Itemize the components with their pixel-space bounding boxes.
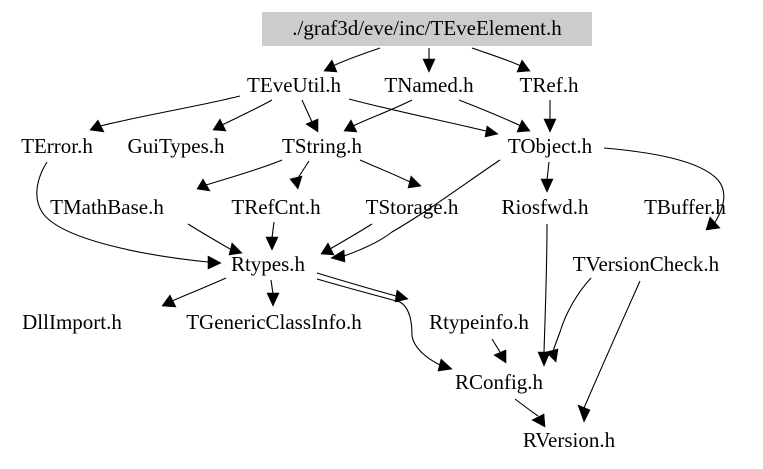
node-trefcnt-label: TRefCnt.h	[231, 195, 321, 219]
node-tnamed[interactable]: TNamed.h	[384, 73, 474, 97]
edge-teveelement-tnamed	[422, 48, 436, 73]
edge-terror-rtypes	[36, 161, 222, 270]
edge-teveelement-teveutil	[323, 47, 381, 73]
node-tgenericclassinfo[interactable]: TGenericClassInfo.h	[186, 310, 362, 334]
node-tversioncheck-label: TVersionCheck.h	[573, 252, 720, 276]
node-teveelement-label: ./graf3d/eve/inc/TEveElement.h	[292, 16, 562, 40]
edge-tref-tobject	[543, 100, 557, 133]
node-rconfig-label: RConfig.h	[455, 370, 544, 394]
edge-tnamed-tstring	[343, 99, 413, 133]
node-tversioncheck[interactable]: TVersionCheck.h	[573, 252, 720, 276]
edge-tversioncheck-rversion	[577, 280, 641, 423]
node-dllimport[interactable]: DllImport.h	[22, 310, 122, 334]
node-rversion[interactable]: RVersion.h	[523, 428, 616, 452]
node-riosfwd-label: Riosfwd.h	[502, 195, 589, 219]
edge-tobject-riosfwd	[540, 161, 554, 193]
node-riosfwd[interactable]: Riosfwd.h	[502, 195, 589, 219]
node-tbuffer[interactable]: TBuffer.h	[644, 195, 726, 219]
node-tnamed-label: TNamed.h	[384, 73, 474, 97]
node-tobject[interactable]: TObject.h	[508, 134, 593, 158]
node-tstring-label: TString.h	[282, 134, 362, 158]
node-layer: ./graf3d/eve/inc/TEveElement.h TEveUtil.…	[21, 12, 726, 452]
edge-tmathbase-rtypes	[187, 223, 243, 256]
node-trefcnt[interactable]: TRefCnt.h	[231, 195, 321, 219]
edge-teveutil-tstring	[301, 99, 319, 133]
edge-rtypeinfo-rconfig	[491, 338, 507, 364]
node-rtypes-label: Rtypes.h	[231, 252, 306, 276]
node-guitypes-label: GuiTypes.h	[127, 134, 225, 158]
node-teveelement-box	[262, 12, 592, 46]
edge-tnamed-tobject	[458, 99, 531, 133]
node-tstring[interactable]: TString.h	[282, 134, 362, 158]
node-tref-label: TRef.h	[520, 73, 579, 97]
edge-teveutil-guitypes	[212, 99, 273, 132]
node-tref[interactable]: TRef.h	[520, 73, 579, 97]
node-teveelement[interactable]: ./graf3d/eve/inc/TEveElement.h	[262, 12, 592, 46]
edge-teveelement-tref	[471, 47, 531, 73]
edge-tstring-tmathbase	[196, 159, 283, 192]
edge-teveutil-terror	[89, 95, 241, 133]
node-tstorage[interactable]: TStorage.h	[366, 195, 459, 219]
edge-tobject-tbuffer	[603, 147, 725, 231]
edge-rtypes-tgenericclassinfo	[266, 279, 280, 307]
node-dllimport-label: DllImport.h	[22, 310, 122, 334]
edge-rtypes-rconfig	[316, 278, 453, 372]
edge-tstring-tstorage	[359, 159, 422, 189]
edge-tversioncheck-rconfig	[545, 277, 592, 363]
node-terror-label: TError.h	[21, 134, 93, 158]
edge-rconfig-rversion	[514, 398, 546, 428]
node-tstorage-label: TStorage.h	[366, 195, 459, 219]
node-guitypes[interactable]: GuiTypes.h	[127, 134, 225, 158]
edge-trefcnt-rtypes	[265, 221, 279, 251]
node-tobject-label: TObject.h	[508, 134, 593, 158]
node-rversion-label: RVersion.h	[523, 428, 616, 452]
edge-tobject-rtypes	[330, 159, 501, 263]
edge-tstring-trefcnt	[289, 160, 310, 190]
edge-teveutil-tobject	[348, 98, 499, 138]
node-tmathbase-label: TMathBase.h	[50, 195, 164, 219]
node-tgenericclassinfo-label: TGenericClassInfo.h	[186, 310, 362, 334]
node-rtypeinfo-label: Rtypeinfo.h	[429, 310, 529, 334]
edge-tstorage-rtypes	[320, 223, 373, 256]
node-rconfig[interactable]: RConfig.h	[455, 370, 544, 394]
edge-layer	[36, 47, 725, 428]
node-tmathbase[interactable]: TMathBase.h	[50, 195, 164, 219]
edge-riosfwd-rconfig	[537, 223, 551, 367]
node-teveutil[interactable]: TEveUtil.h	[247, 73, 341, 97]
edge-rtypes-dllimport	[161, 277, 227, 308]
node-tbuffer-label: TBuffer.h	[644, 195, 726, 219]
node-teveutil-label: TEveUtil.h	[247, 73, 341, 97]
node-terror[interactable]: TError.h	[21, 134, 93, 158]
node-rtypes[interactable]: Rtypes.h	[231, 252, 306, 276]
edge-rtypes-rtypeinfo	[316, 272, 409, 303]
node-rtypeinfo[interactable]: Rtypeinfo.h	[429, 310, 529, 334]
